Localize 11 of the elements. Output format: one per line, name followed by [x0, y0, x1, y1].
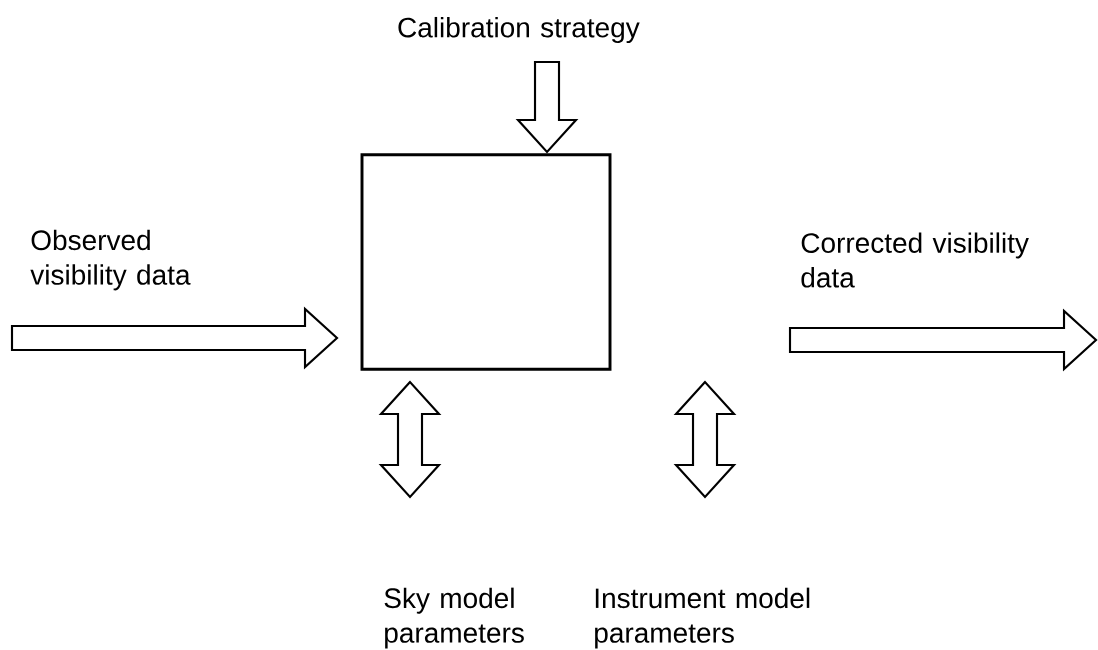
label-text: Corrected visibility data	[801, 232, 1029, 288]
block-arrow	[673, 380, 737, 499]
process-box	[360, 153, 612, 371]
label-text: Sky model parameters	[384, 587, 524, 649]
block-arrow	[378, 380, 442, 499]
block-arrow	[788, 308, 1098, 372]
label-text: Calibration strategy	[398, 16, 640, 44]
label-text: Observed visibility data	[30, 229, 191, 291]
label-text: Instrument model parameters	[595, 587, 810, 649]
block-arrow	[10, 306, 339, 370]
block-arrow	[515, 60, 579, 154]
